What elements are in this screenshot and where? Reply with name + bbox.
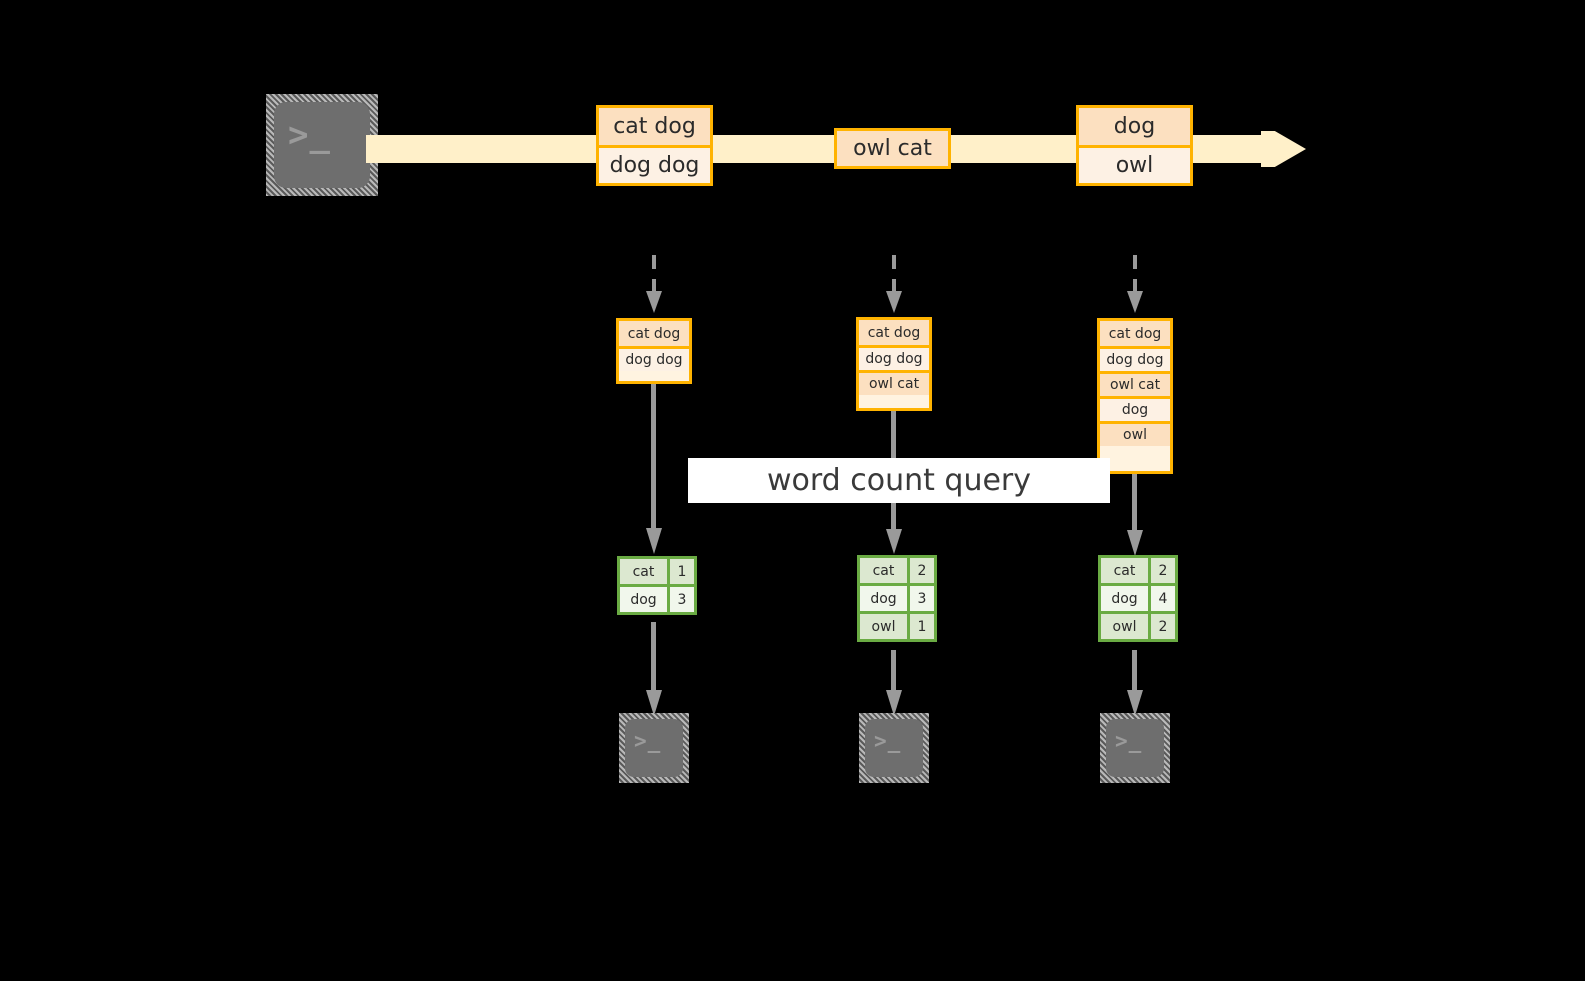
table-row: owl 1 <box>860 611 934 639</box>
sink-terminal-icon-1: >_ <box>619 713 689 783</box>
event-line: owl cat <box>837 131 948 166</box>
snapshot-input-3: cat dog dog dog owl cat dog owl <box>1097 318 1173 474</box>
terminal-prompt-glyph: >_ <box>288 115 331 155</box>
table-row: cat 2 <box>1101 558 1175 583</box>
queue-line: cat dog <box>619 321 689 346</box>
result-word: cat <box>1101 558 1148 583</box>
event-line: dog <box>1079 108 1190 145</box>
result-count: 2 <box>1148 614 1175 639</box>
table-row: owl 2 <box>1101 611 1175 639</box>
event-line: owl <box>1079 145 1190 182</box>
terminal-screen: >_ <box>865 719 923 777</box>
queue-line: dog dog <box>1100 346 1170 371</box>
dashed-connector-1 <box>645 255 663 317</box>
result-word: owl <box>1101 614 1148 639</box>
sink-terminal-icon-2: >_ <box>859 713 929 783</box>
result-count: 3 <box>667 587 694 612</box>
query-label-text: word count query <box>766 463 1032 498</box>
table-row: dog 3 <box>620 584 694 612</box>
result-table-2: cat 2 dog 3 owl 1 <box>857 555 937 642</box>
queue-line: cat dog <box>1100 321 1170 346</box>
queue-line: owl cat <box>859 370 929 395</box>
table-row: cat 1 <box>620 559 694 584</box>
terminal-screen: >_ <box>625 719 683 777</box>
query-label-band: word count query <box>688 458 1110 503</box>
terminal-prompt-glyph: >_ <box>634 729 662 753</box>
queue-line: cat dog <box>859 320 929 345</box>
queue-line: owl <box>1100 421 1170 446</box>
stream-event-3: dog owl <box>1076 105 1193 186</box>
stream-event-2: owl cat <box>834 128 951 169</box>
dashed-connector-3 <box>1126 255 1144 317</box>
result-word: dog <box>860 586 907 611</box>
sink-connector-3 <box>1127 650 1143 718</box>
snapshot-input-1: cat dog dog dog <box>616 318 692 384</box>
result-word: dog <box>1101 586 1148 611</box>
queue-line: dog dog <box>619 346 689 371</box>
result-count: 4 <box>1148 586 1175 611</box>
table-row: cat 2 <box>860 558 934 583</box>
result-count: 2 <box>907 558 934 583</box>
table-row: dog 3 <box>860 583 934 611</box>
stream-event-1: cat dog dog dog <box>596 105 713 186</box>
queue-line: dog <box>1100 396 1170 421</box>
snapshot-input-2: cat dog dog dog owl cat <box>856 317 932 411</box>
result-count: 3 <box>907 586 934 611</box>
result-word: owl <box>860 614 907 639</box>
queue-line: owl cat <box>1100 371 1170 396</box>
result-word: cat <box>860 558 907 583</box>
event-line: dog dog <box>599 145 710 182</box>
sink-connector-1 <box>646 622 662 718</box>
query-connector-1 <box>646 384 662 556</box>
result-word: dog <box>620 587 667 612</box>
sink-terminal-icon-3: >_ <box>1100 713 1170 783</box>
result-table-1: cat 1 dog 3 <box>617 556 697 615</box>
terminal-prompt-glyph: >_ <box>874 729 902 753</box>
result-table-3: cat 2 dog 4 owl 2 <box>1098 555 1178 642</box>
query-connector-3 <box>1127 474 1143 558</box>
dashed-connector-2 <box>885 255 903 317</box>
table-row: dog 4 <box>1101 583 1175 611</box>
terminal-prompt-glyph: >_ <box>1115 729 1143 753</box>
terminal-screen: >_ <box>1106 719 1164 777</box>
result-count: 1 <box>667 559 694 584</box>
sink-connector-2 <box>886 650 902 718</box>
result-count: 1 <box>907 614 934 639</box>
result-count: 2 <box>1148 558 1175 583</box>
source-terminal-icon: >_ <box>266 94 378 196</box>
event-line: cat dog <box>599 108 710 145</box>
result-word: cat <box>620 559 667 584</box>
terminal-screen: >_ <box>274 102 370 188</box>
queue-line: dog dog <box>859 345 929 370</box>
